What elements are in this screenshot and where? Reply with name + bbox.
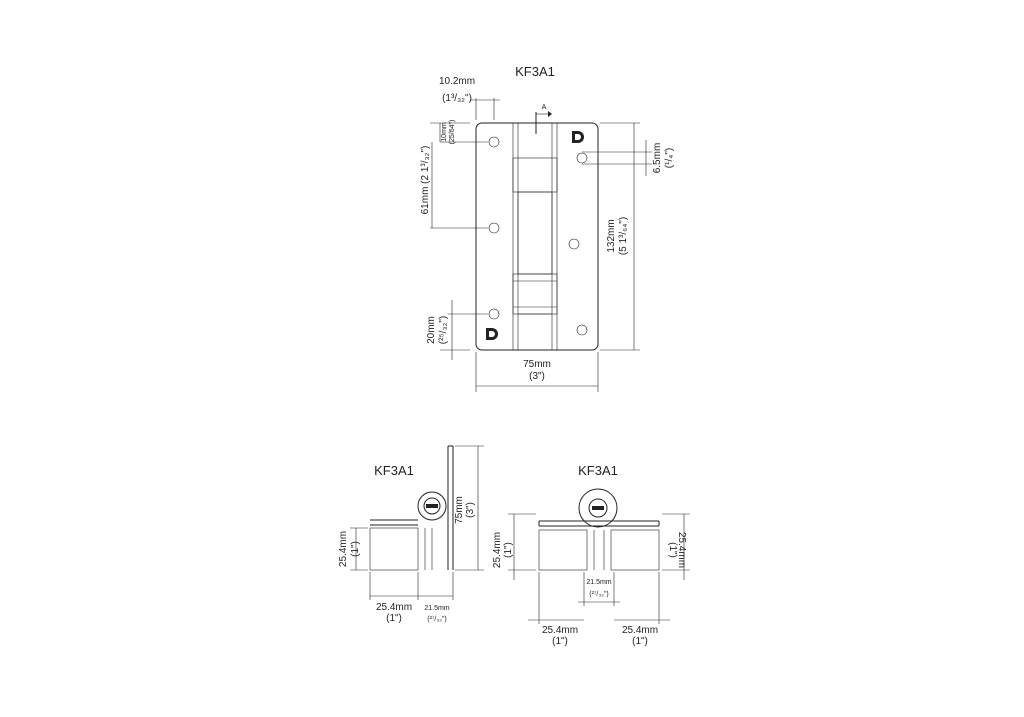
tension-adjust-inner [489,331,495,337]
hinge-barrel [512,122,558,351]
dim-hole-dia-in: (¹/₄") [664,148,675,168]
leg-block-right [610,529,660,571]
dim-bottom-right-in: (1") [632,636,648,647]
dim-leg-left: 25.4mm [492,532,503,568]
dim-center: 21.5mm [586,579,611,586]
knuckle-segment-2 [517,191,553,275]
barrel-outer-icon [417,491,447,521]
side-view-right: KF3A1 25.4mm (1") (1") 25.4mm 21.5mm (²⁷… [492,463,690,647]
knuckle-segment-3 [512,273,558,315]
dim-center-in: (²⁷/₃₂") [589,591,609,598]
dim-bottom-a-in: (1") [386,613,402,624]
hinge-plate-outline [475,122,599,351]
dim-bottom-hole: 20mm [426,316,437,344]
screw-hole-icon [488,308,500,320]
dim-hole-pitch: 61mm (2 1³/₃₂") [420,146,431,215]
knuckle-segment-1 [512,157,558,193]
screw-hole-icon [488,136,500,148]
dim-height: 75mm [454,496,465,524]
dim-bottom-right: 25.4mm [622,625,658,636]
dim-leg-left-in: (1") [503,542,514,558]
dim-top-width-in: (1³/₃₂") [442,93,472,104]
dim-top-width: 10.2mm [439,76,475,87]
leg-block [369,527,419,571]
dim-leg-right-in: (1") [667,542,678,558]
dim-bottom-b: 21.5mm [424,605,449,612]
dim-hole-dia: 6.5mm [652,143,663,174]
screw-hole-icon [568,238,580,250]
side-view-left-title: KF3A1 [374,463,414,478]
screw-hole-icon [576,324,588,336]
barrel-inner-icon [423,497,441,515]
screw-hole-icon [576,152,588,164]
dim-height-in: (3") [465,502,476,518]
dim-bottom-left-in: (1") [552,636,568,647]
dim-width: 75mm [523,359,551,370]
barrel-inner-icon [588,498,608,518]
dim-bottom-a: 25.4mm [376,602,412,613]
leg-block-left [538,529,588,571]
dim-leg: 25.4mm [338,531,349,567]
side-view-right-title: KF3A1 [578,463,618,478]
front-view-title: KF3A1 [515,64,555,79]
dim-width-in: (3") [529,371,545,382]
tension-adjust-inner [575,134,581,140]
dim-height-in: (5 1³/₆₄") [618,217,629,255]
barrel-slot-icon [426,504,438,508]
section-arrow-icon [548,111,552,117]
dim-leg-in: (1") [350,541,361,557]
dim-hole-edge-in: (25/64") [449,120,456,145]
side-view-left: KF3A1 75mm (3") 25.4mm (1") 25.4mm [338,445,484,624]
dim-height: 132mm [606,219,617,252]
dim-bottom-left: 25.4mm [542,625,578,636]
dim-hole-edge: 10mm [441,122,448,142]
dim-leg-right: 25.4mm [676,532,687,568]
screw-hole-icon [488,222,500,234]
section-label: A [542,104,547,111]
dim-bottom-hole-in: (²⁵/₃₂") [438,316,449,344]
barrel-outer-icon [578,488,618,528]
barrel-slot-icon [592,506,604,510]
front-view: KF3A1 A 10.2mm [420,64,675,392]
dim-bottom-b-in: (²⁷/₃₂") [427,616,447,623]
